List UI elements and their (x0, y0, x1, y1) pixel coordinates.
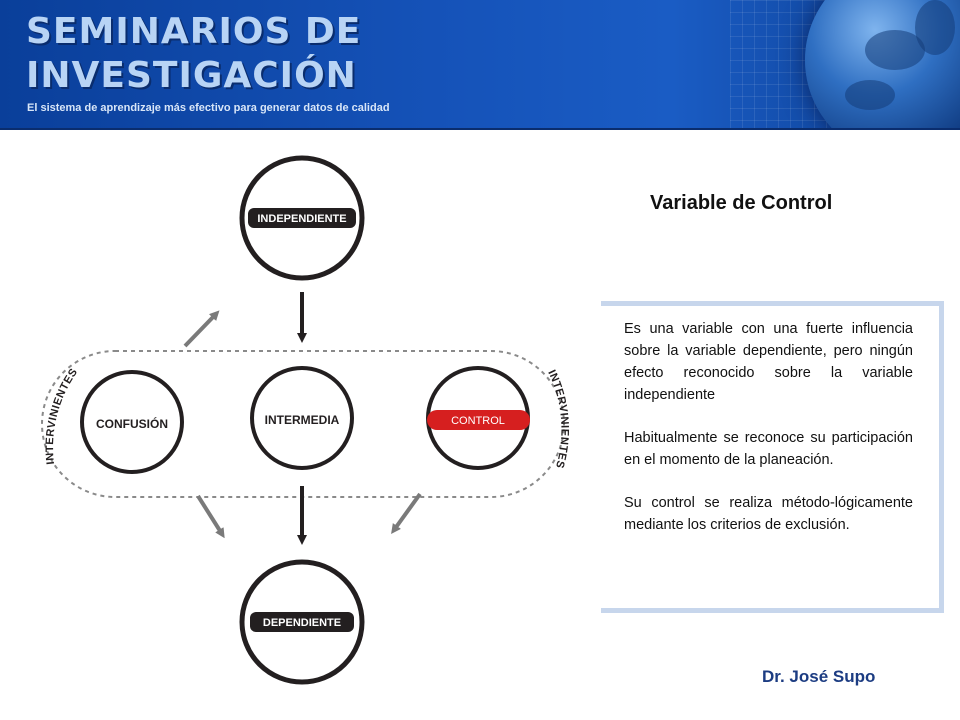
node-control: CONTROL (426, 366, 530, 470)
node-independiente: INDEPENDIENTE (239, 155, 365, 281)
arrow-confusion-to-dependiente (196, 494, 225, 539)
header-divider (0, 128, 960, 130)
arrow-control-to-dependiente (391, 492, 422, 535)
node-intermedia: INTERMEDIA (250, 366, 354, 470)
label-intervinientes-right: INTERVINIENTES (545, 368, 570, 470)
node-dependiente: DEPENDIENTE (239, 559, 365, 685)
globe-icon (805, 0, 960, 128)
slide-title: Variable de Control (650, 192, 833, 214)
label-intermedia: INTERMEDIA (265, 413, 340, 427)
header-subtitle: El sistema de aprendizaje más efectivo p… (27, 102, 390, 114)
paragraph-1: Es una variable con una fuerte influenci… (624, 321, 913, 403)
definition-text: Es una variable con una fuerte influenci… (624, 318, 913, 557)
label-confusion: CONFUSIÓN (96, 416, 168, 431)
label-intervinientes-left: INTERVINIENTES (44, 366, 80, 465)
label-control: CONTROL (451, 415, 505, 427)
header-banner: SEMINARIOS DE INVESTIGACIÓN El sistema d… (0, 0, 960, 128)
label-independiente: INDEPENDIENTE (257, 213, 346, 225)
header-title-line2: INVESTIGACIÓN (26, 55, 357, 96)
paragraph-2: Habitualmente se reconoce su participaci… (624, 430, 913, 468)
arrow-confusion-to-independiente (183, 310, 220, 348)
author-name: Dr. José Supo (762, 667, 876, 686)
variables-diagram: INDEPENDIENTE CONFUSIÓN INTERMEDIA CONTR… (41, 155, 570, 685)
definition-box: Es una variable con una fuerte influenci… (601, 301, 944, 613)
label-dependiente: DEPENDIENTE (263, 617, 341, 629)
header-title-line1: SEMINARIOS DE (26, 11, 362, 52)
paragraph-3: Su control se realiza método-lógicamente… (624, 495, 913, 533)
node-confusion: CONFUSIÓN (80, 370, 184, 474)
